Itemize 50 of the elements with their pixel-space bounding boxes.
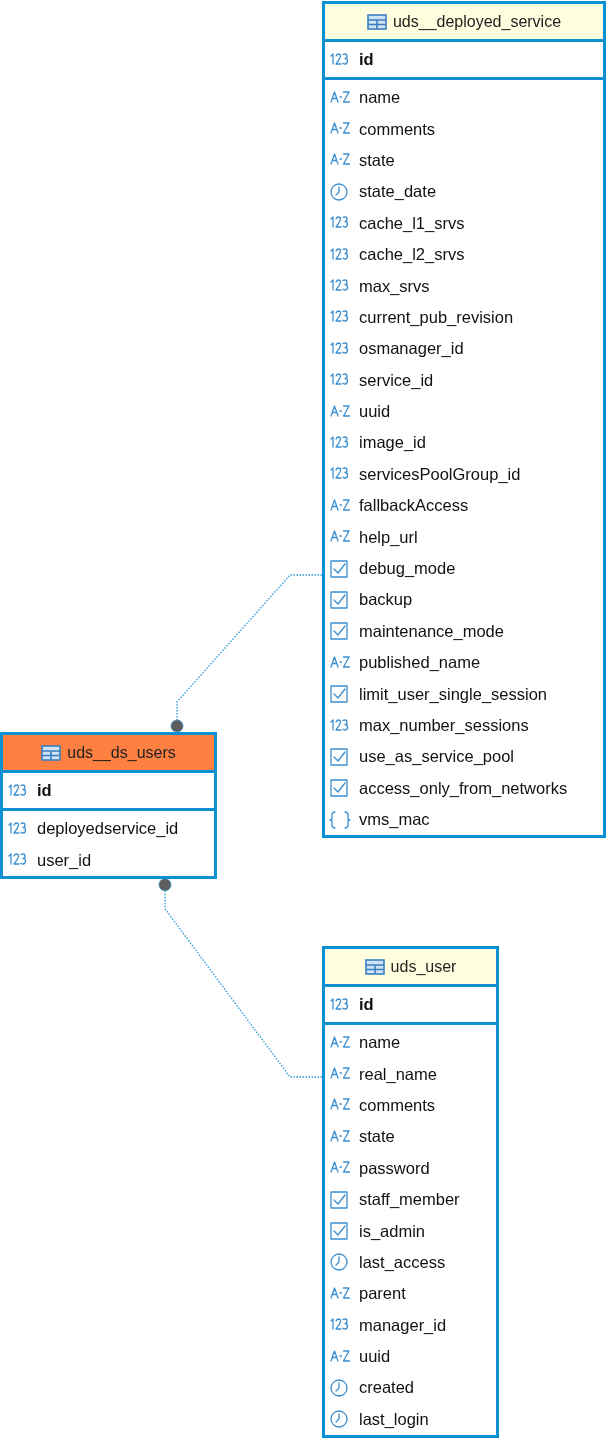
column-name: name <box>359 1033 401 1053</box>
column-name: manager_id <box>359 1315 447 1335</box>
column-name: deployedservice_id <box>37 819 179 839</box>
column-name: fallbackAccess <box>359 496 469 516</box>
table-box <box>322 946 499 1439</box>
column-name: max_srvs <box>359 276 430 296</box>
relationship-line <box>158 878 323 1078</box>
column-name: osmanager_id <box>359 339 464 359</box>
column-name: password <box>359 1158 430 1178</box>
column-name: name <box>359 88 401 108</box>
column-name: staff_member <box>359 1190 460 1210</box>
column-name: comments <box>359 119 436 139</box>
table-name: uds__ds_users <box>67 743 176 762</box>
column-name: debug_mode <box>359 559 456 579</box>
column-name: parent <box>359 1284 406 1304</box>
column-name: state_date <box>359 182 437 202</box>
column-name: backup <box>359 590 413 610</box>
table-name: uds__deployed_service <box>392 12 562 31</box>
column-name: user_id <box>37 850 92 870</box>
column-name: last_login <box>359 1409 429 1429</box>
key-column-name: id <box>359 50 374 69</box>
column-name: comments <box>359 1095 436 1115</box>
column-name: maintenance_mode <box>359 621 504 641</box>
column-name: real_name <box>359 1064 437 1084</box>
column-name: service_id <box>359 370 434 390</box>
column-name: image_id <box>359 433 426 453</box>
table-name: uds_user <box>390 957 457 976</box>
column-name: access_only_from_networks <box>359 778 568 798</box>
column-name: state <box>359 1127 395 1147</box>
key-column-name: id <box>359 995 374 1014</box>
column-name: uuid <box>359 1347 391 1367</box>
column-name: cache_l2_srvs <box>359 245 465 265</box>
column-name: current_pub_revision <box>359 307 514 327</box>
column-name: limit_user_single_session <box>359 684 547 704</box>
column-name: max_number_sessions <box>359 716 529 735</box>
column-name: published_name <box>359 653 481 673</box>
key-column-name: id <box>37 781 52 800</box>
relationship-line <box>170 574 323 733</box>
column-name: created <box>359 1378 415 1398</box>
column-name: is_admin <box>359 1221 426 1241</box>
column-name: uuid <box>359 402 391 422</box>
column-name: servicesPoolGroup_id <box>359 464 521 484</box>
column-name: last_access <box>359 1252 446 1272</box>
column-name: use_as_service_pool <box>359 747 515 767</box>
column-name: state <box>359 150 395 170</box>
table-box <box>0 732 217 879</box>
table-box <box>322 1 606 839</box>
column-name: cache_l1_srvs <box>359 213 465 233</box>
column-name: vms_mac <box>359 810 430 830</box>
column-name: help_url <box>359 527 418 547</box>
